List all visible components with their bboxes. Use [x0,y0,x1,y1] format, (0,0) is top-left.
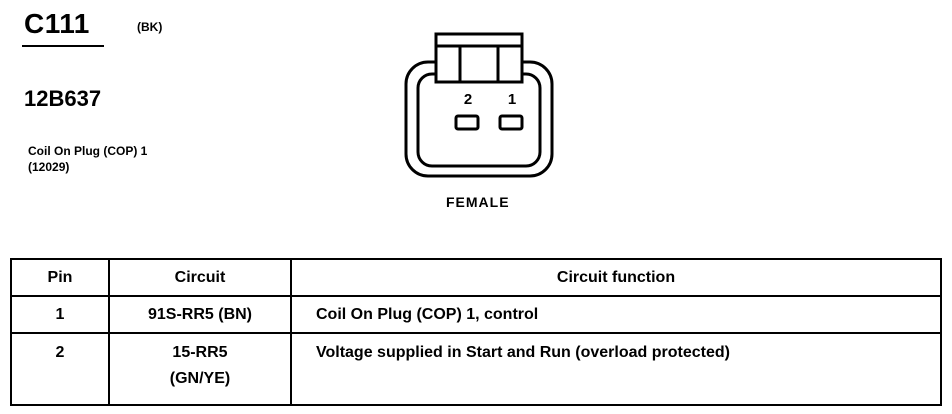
pin-cavity-1 [498,114,524,131]
pin-cell: 1 [10,295,110,334]
pinout-table: Pin Circuit Circuit function 1 91S-RR5 (… [10,258,942,406]
pin-cell: 2 [10,332,110,406]
circuit-function-cell: Voltage supplied in Start and Run (overl… [290,332,942,406]
pin-label-1: 1 [508,91,516,108]
wire-color-code: (BK) [137,20,163,34]
table-header-row: Pin Circuit Circuit function [10,258,942,297]
circuit-function-cell: Coil On Plug (COP) 1, control [290,295,942,334]
column-header-circuit-function: Circuit function [290,258,942,297]
table-row: 1 91S-RR5 (BN) Coil On Plug (COP) 1, con… [10,295,942,334]
circuit-line: (GN/YE) [169,370,231,387]
table-row: 2 15-RR5 (GN/YE) Voltage supplied in Sta… [10,332,942,406]
circuit-line: 15-RR5 [172,344,228,361]
column-header-circuit: Circuit [108,258,292,297]
component-reference-number: (12029) [28,160,70,174]
pin-cavity-2 [454,114,480,131]
circuit-cell: 91S-RR5 (BN) [108,295,292,334]
column-header-pin: Pin [10,258,110,297]
connector-face-diagram: 2 1 [404,32,554,178]
component-description: Coil On Plug (COP) 1 [28,144,148,158]
connector-locking-tab [434,32,524,84]
part-number: 12B637 [24,86,102,111]
connector-id: C111 [24,8,90,39]
connector-id-underline [22,45,104,47]
pin-label-2: 2 [464,91,472,108]
circuit-cell: 15-RR5 (GN/YE) [108,332,292,406]
connector-gender-label: FEMALE [446,194,510,210]
